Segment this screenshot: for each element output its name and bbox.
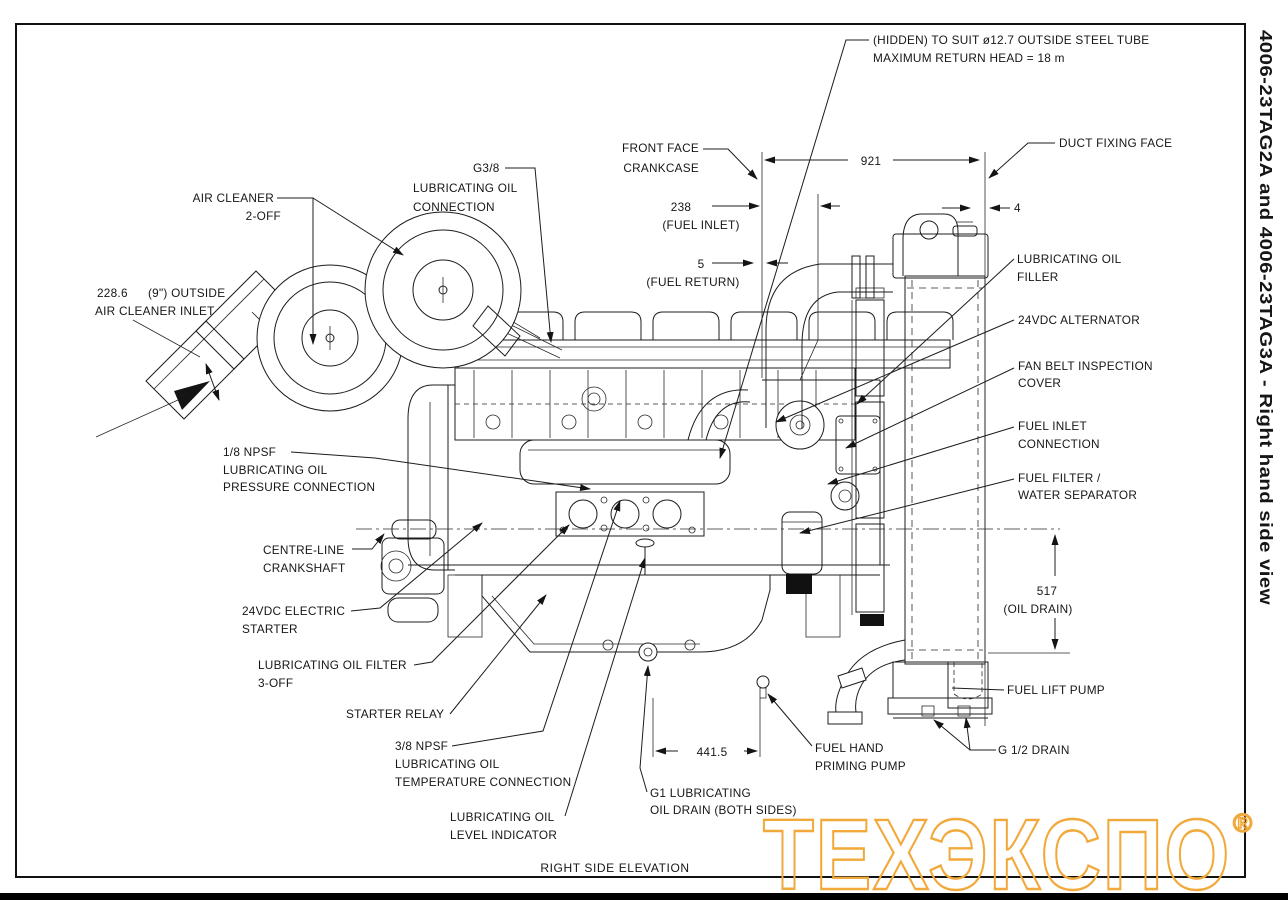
label-starter-relay: STARTER RELAY [346,707,444,721]
dim-517: 517(OIL DRAIN) [1003,584,1072,616]
label-fuel-filter: FUEL FILTER /WATER SEPARATOR [1018,471,1137,502]
sheet-title-vertical: 4006-23TAG2A and 4006-23TAG3A - Right ha… [1256,30,1276,605]
svg-text:®: ® [1233,808,1252,838]
gear-case-front [762,379,881,566]
airflow-arrow [174,381,210,410]
fuel-lift-pump [947,661,989,709]
starter-motor [380,519,445,623]
label-hidden-tube: (HIDDEN) TO SUIT ø12.7 OUTSIDE STEEL TUB… [873,33,1149,65]
dim-5: 5(FUEL RETURN) [646,257,739,289]
lower-radiator-pipe [827,639,906,725]
dim-4: 4 [1014,201,1021,215]
upper-radiator-pipe [765,255,893,428]
label-g12-drain: G 1/2 DRAIN [998,743,1070,757]
drawing-caption: RIGHT SIDE ELEVATION [540,861,689,875]
exhaust-manifold-rail [457,339,951,369]
label-duct-fixing: DUCT FIXING FACE [1059,136,1172,150]
air-cleaner-assembly [145,211,522,420]
dim-4415: 441.5 [697,745,728,759]
oil-filter-bank [555,491,705,537]
dim-238: 238(FUEL INLET) [662,200,739,232]
rocker-covers [496,311,954,340]
callout-leaders [277,39,1055,817]
drawing-border [0,23,1288,900]
fuel-filter-assembly [756,298,823,699]
flywheel-housing [407,384,455,571]
callout-labels: (HIDDEN) TO SUIT ø12.7 OUTSIDE STEEL TUB… [95,33,1172,875]
dim-921: 921 [861,154,881,168]
dimension-annotations [95,152,1070,757]
label-fuel-lift-pump: FUEL LIFT PUMP [1007,683,1105,697]
radiator-assembly [765,213,993,725]
sump-and-rails [408,538,890,662]
fan-guard-panels [851,287,885,626]
label-alternator: 24VDC ALTERNATOR [1018,313,1140,327]
intake-manifold [519,386,751,485]
svg-text:ТЕХЭКСПО: ТЕХЭКСПО [763,799,1231,900]
engine-block [380,295,954,699]
watermark: ТЕХЭКСПО ® [762,798,1253,900]
